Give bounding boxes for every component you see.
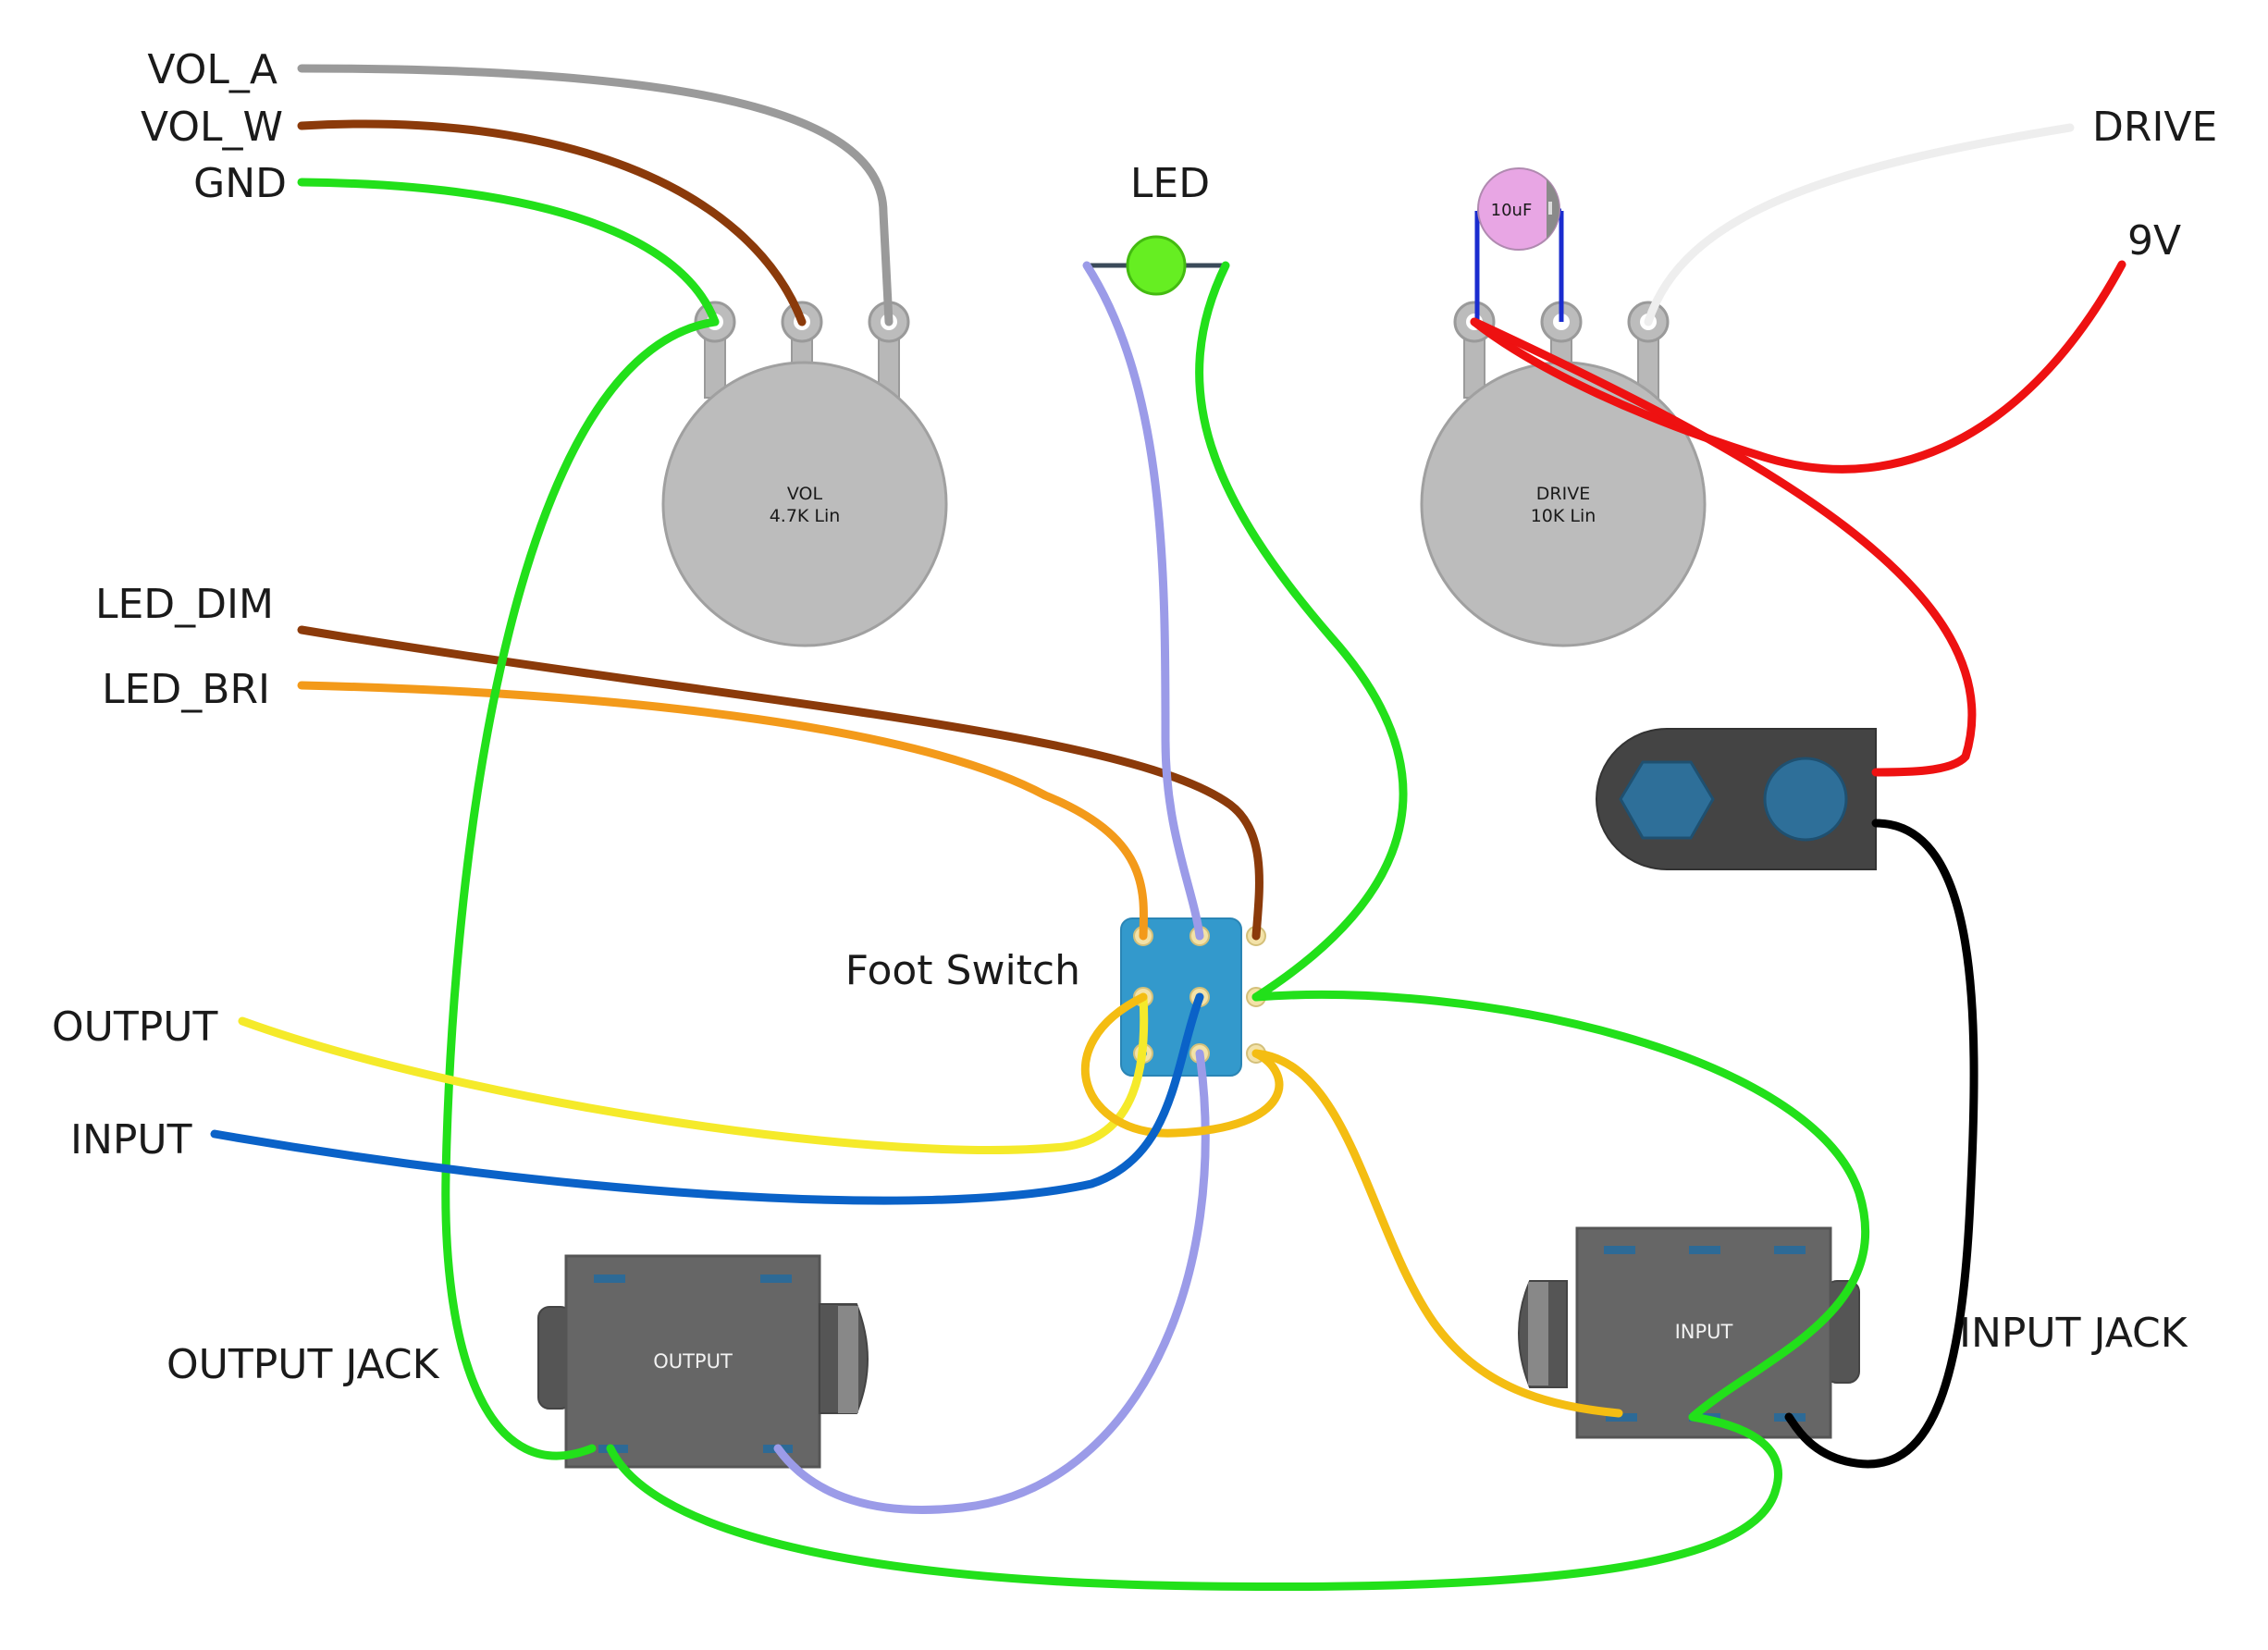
drive-pot-name: DRIVE xyxy=(1536,484,1590,504)
vol-pot-name: VOL xyxy=(787,484,823,504)
wire-switch-input-jack xyxy=(1251,991,1870,1422)
capacitor-value: 10uF xyxy=(1491,201,1533,220)
label-input: INPUT xyxy=(70,1116,192,1164)
wire-9v-battery xyxy=(1470,317,1977,777)
label-gnd: GND xyxy=(193,160,287,207)
wire-jumper xyxy=(1080,992,1284,1138)
label-output-jack: OUTPUT JACK xyxy=(166,1341,440,1388)
wire-output xyxy=(238,992,1149,1154)
wire-gnd xyxy=(297,178,720,326)
label-vol-w: VOL_W xyxy=(141,104,283,151)
battery-snap xyxy=(1596,728,1877,870)
led-lens xyxy=(1126,235,1187,296)
wire-battery-negative xyxy=(1784,819,1978,1469)
label-output: OUTPUT xyxy=(52,1004,217,1051)
label-foot-switch: Foot Switch xyxy=(845,947,1080,994)
label-input-jack: INPUT JACK xyxy=(1959,1310,2188,1357)
led xyxy=(1087,235,1226,296)
label-9v: 9V xyxy=(2127,217,2181,265)
vol-pot-value: 4.7K Lin xyxy=(770,506,841,526)
wire-gnd-output-jack xyxy=(441,317,720,1460)
wire-led-bri xyxy=(297,681,1149,941)
drive-pot: DRIVE 10K Lin xyxy=(1420,301,1707,647)
input-jack-body-label: INPUT xyxy=(1675,1321,1733,1343)
drive-pot-value: 10K Lin xyxy=(1531,506,1596,526)
label-led-bri: LED_BRI xyxy=(102,666,270,713)
wire-drive xyxy=(1644,123,2075,326)
output-jack: OUTPUT xyxy=(537,1254,869,1469)
wires xyxy=(210,64,2126,1592)
capacitor-10uf: 10uF xyxy=(1474,167,1564,322)
battery-snap-round-terminal xyxy=(1763,757,1848,842)
battery-snap-hex-terminal xyxy=(1619,760,1715,840)
wire-switch-input-tip xyxy=(1251,1049,1623,1418)
wire-led-anode xyxy=(1195,261,1408,1002)
wire-input xyxy=(210,992,1204,1205)
label-led-dim: LED_DIM xyxy=(95,581,274,628)
wire-vol-w xyxy=(297,119,807,326)
wire-output-tip xyxy=(773,1049,1210,1514)
wire-9v xyxy=(1470,260,2126,474)
output-jack-body-label: OUTPUT xyxy=(653,1350,733,1373)
label-led: LED xyxy=(1130,160,1210,207)
label-vol-a: VOL_A xyxy=(147,46,277,93)
wire-led-cathode xyxy=(1082,261,1204,941)
wire-gnd-loop xyxy=(606,1412,1782,1592)
vol-pot: VOL 4.7K Lin xyxy=(661,301,948,647)
wire-led-dim xyxy=(297,625,1263,941)
wire-vol-a xyxy=(297,64,894,326)
label-drive: DRIVE xyxy=(2092,104,2217,151)
